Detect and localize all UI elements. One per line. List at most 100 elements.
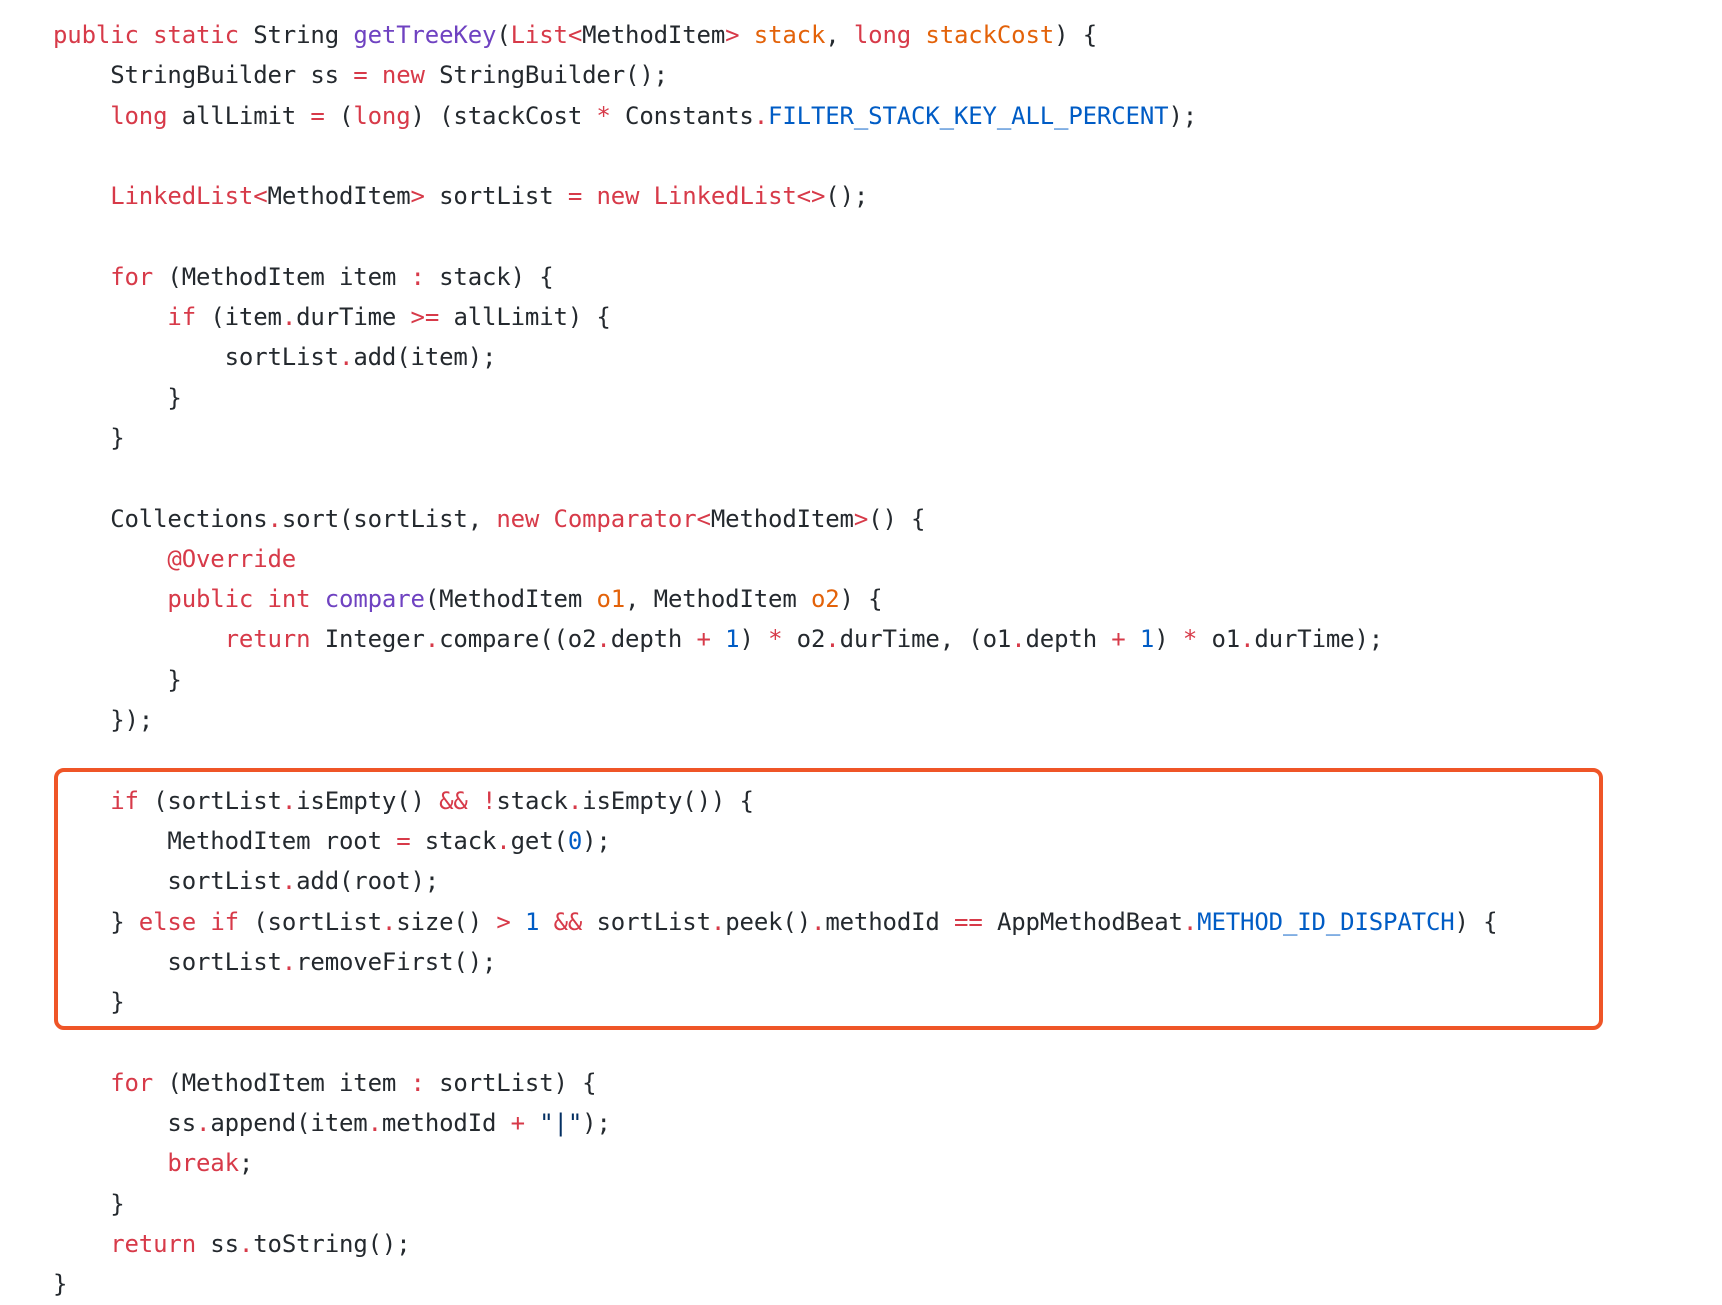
code-token-plain: sortList: [53, 343, 340, 372]
highlight-box: [54, 768, 1603, 1030]
code-token-plain: }: [53, 383, 182, 412]
code-token-plain: [539, 505, 553, 533]
code-line: if (sortList.isEmpty() && !stack.isEmpty…: [53, 781, 1497, 821]
code-token-plain: [639, 182, 653, 210]
code-token-plain: isEmpty()) {: [582, 786, 754, 815]
code-token-op: .: [381, 907, 397, 936]
code-token-plain: sortList: [53, 867, 282, 896]
code-line: MethodItem root = stack.get(0);: [53, 821, 1497, 861]
code-token-plain: Collections: [53, 504, 268, 533]
code-token-op: *: [1182, 625, 1198, 654]
code-token-plain: [53, 585, 167, 613]
code-line: }: [53, 1264, 1497, 1304]
code-line: LinkedList<MethodItem> sortList = new Li…: [53, 176, 1497, 216]
code-token-plain: [539, 908, 553, 936]
code-token-op: .: [281, 303, 297, 332]
code-token-kw: long: [353, 101, 411, 130]
code-token-kw: int: [267, 585, 311, 614]
code-token-op: .: [281, 947, 297, 976]
code-token-plain: [53, 263, 110, 291]
code-token-plain: );: [1168, 101, 1198, 130]
code-token-kw: new: [596, 182, 640, 211]
code-token-plain: (: [496, 21, 511, 49]
code-token-plain: o2: [782, 625, 826, 654]
code-token-plain: MethodItem: [267, 182, 411, 211]
code-token-plain: sortList) {: [424, 1068, 597, 1097]
code-token-plain: });: [53, 706, 154, 735]
code-token-const: FILTER_STACK_KEY_ALL_PERCENT: [768, 101, 1169, 130]
code-line: ​: [53, 216, 1497, 256]
code-token-plain: [53, 545, 167, 573]
code-token-op: .: [1182, 907, 1198, 936]
code-token-plain: sortList: [53, 947, 282, 976]
code-token-op: <: [567, 21, 583, 49]
code-token-kw: new: [496, 504, 540, 533]
code-token-kw: for: [110, 262, 154, 291]
code-line: Collections.sort(sortList, new Comparato…: [53, 499, 1497, 539]
code-line: });: [53, 700, 1497, 740]
code-line: }: [53, 378, 1497, 418]
code-token-op: .: [753, 101, 769, 130]
code-token-kw: LinkedList: [653, 182, 797, 211]
code-token-plain: append(item: [210, 1109, 368, 1138]
code-token-op: *: [768, 625, 783, 654]
code-token-plain: ss: [53, 1109, 196, 1138]
code-token-plain: (MethodItem item: [153, 262, 411, 291]
code-line: } else if (sortList.size() > 1 && sortLi…: [53, 902, 1497, 942]
code-line: for (MethodItem item : stack) {: [53, 257, 1497, 297]
code-token-op: .: [811, 907, 826, 936]
code-token-plain: [196, 908, 210, 936]
code-token-plain: );: [582, 826, 611, 855]
code-token-plain: ): [739, 625, 769, 654]
code-token-op: <: [253, 182, 268, 211]
code-token-plain: , MethodItem: [625, 585, 811, 614]
code-line: public int compare(MethodItem o1, Method…: [53, 579, 1497, 619]
code-token-op: &&: [553, 907, 583, 936]
code-token-plain: () {: [868, 504, 926, 533]
code-token-plain: ): [1154, 625, 1183, 654]
code-token-kw: if: [110, 786, 139, 815]
code-token-plain: add(item);: [353, 343, 497, 372]
code-line: ​: [53, 1022, 1497, 1062]
code-token-plain: (MethodItem item: [153, 1068, 411, 1097]
code-token-kw: return: [110, 1229, 196, 1258]
code-token-plain: }: [53, 423, 125, 452]
code-token-plain: Integer: [310, 625, 425, 654]
code-token-plain: [711, 625, 725, 653]
code-token-plain: stack: [496, 786, 568, 815]
code-line: public static String getTreeKey(List<Met…: [53, 15, 1497, 55]
code-token-plain: [310, 585, 324, 613]
code-line: sortList.add(root);: [53, 861, 1497, 901]
code-line: }: [53, 418, 1497, 458]
code-token-plain: [139, 21, 153, 49]
code-token-op: .: [567, 786, 583, 815]
code-token-kw: break: [167, 1149, 239, 1178]
code-token-plain: depth: [1025, 625, 1112, 654]
code-token-plain: get(: [510, 826, 568, 855]
code-token-kw: @Override: [167, 544, 297, 573]
code-token-plain: MethodItem root: [53, 826, 397, 855]
code-token-plain: methodId: [381, 1109, 511, 1138]
code-token-op: =: [396, 826, 411, 855]
code-token-param: stack: [753, 21, 826, 49]
code-token-plain: stack: [410, 826, 497, 855]
code-token-plain: StringBuilder ss: [53, 61, 354, 90]
code-line: }: [53, 1184, 1497, 1224]
code-token-plain: [253, 585, 267, 613]
code-token-plain: [53, 1149, 167, 1177]
code-line: ​: [53, 740, 1497, 780]
code-token-plain: [511, 908, 525, 936]
code-token-kw: if: [210, 907, 239, 936]
code-token-plain: }: [53, 907, 139, 936]
code-token-plain: }: [53, 1189, 125, 1218]
code-token-op: +: [510, 1109, 525, 1138]
code-token-op: .: [1240, 625, 1255, 654]
code-token-const: METHOD_ID_DISPATCH: [1197, 907, 1455, 936]
code-line: ​: [53, 136, 1497, 176]
code-line: return ss.toString();: [53, 1224, 1497, 1264]
code-token-plain: [525, 1109, 539, 1137]
code-token-plain: }: [53, 665, 182, 694]
code-token-kw: new: [381, 61, 425, 90]
code-token-plain: size(): [396, 907, 497, 936]
code-token-plain: [468, 787, 482, 815]
